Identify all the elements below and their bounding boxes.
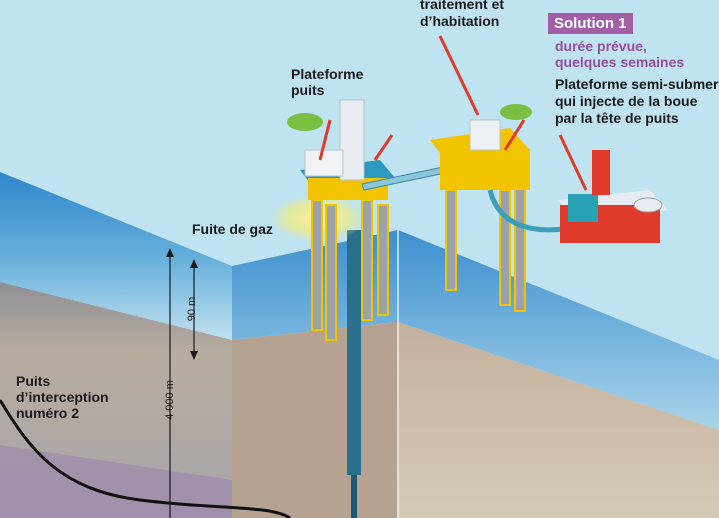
processing-label: traitement et d’habitation (420, 0, 505, 29)
processing-platform (430, 35, 532, 190)
seabed-right (232, 322, 398, 518)
water-left (0, 172, 232, 340)
solution-badge: Solution 1 (548, 13, 633, 34)
semi-submersible-rig (558, 134, 668, 243)
seabed-left-layer (0, 445, 232, 518)
depth-arrow-90m-bottom (190, 351, 198, 360)
seabed-right-front (398, 322, 719, 518)
platform-wells-label: Plateforme puits (291, 66, 364, 98)
depth-label-90m: 90 m (186, 296, 199, 322)
interception-well-label: Puits d’interception numéro 2 (16, 373, 109, 421)
solution-duration: durée prévue, quelques semaines (555, 38, 685, 70)
gas-leak-label: Fuite de gaz (192, 221, 273, 237)
well-bore-deep (351, 475, 357, 518)
depth-arrow-4000m-top (166, 248, 174, 257)
well-bore (347, 230, 361, 475)
interception-well-path (0, 399, 291, 518)
depth-label-4000m: 4 000 m (163, 380, 176, 420)
depth-arrow-90m-top (190, 259, 198, 268)
solution-description: Plateforme semi-submer qui injecte de la… (555, 76, 719, 126)
